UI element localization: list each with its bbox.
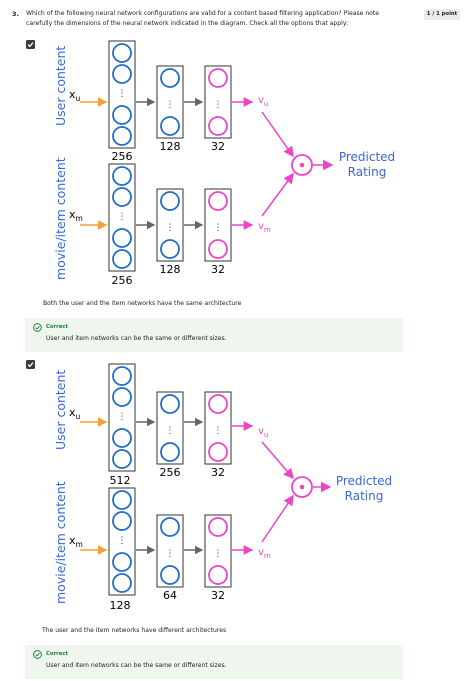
item-layer-1-box — [108, 163, 136, 272]
user-output-label: vu — [258, 95, 268, 108]
check-circle-icon — [33, 650, 42, 659]
svg-text:⋮: ⋮ — [214, 549, 223, 559]
checkbox-checked-icon — [27, 362, 34, 368]
item-output-label: vm — [258, 547, 271, 560]
question-text: Which of the following neural network co… — [26, 10, 380, 27]
user-layer-1-box — [108, 40, 136, 149]
svg-text:⋮: ⋮ — [166, 100, 175, 110]
item-layer-3-size: 32 — [211, 263, 225, 276]
option-1-feedback: Correct User and item networks can be th… — [25, 318, 403, 352]
user-layer-3-size: 32 — [211, 140, 225, 153]
checkbox-checked-icon — [27, 42, 34, 48]
item-input-label: xm — [69, 208, 83, 223]
svg-text:⋮: ⋮ — [166, 223, 175, 233]
user-layer-2-size: 256 — [160, 466, 181, 479]
option-1-diagram: User content movie/item content xu ⋮ 256… — [53, 40, 395, 287]
svg-text:⋮: ⋮ — [166, 426, 175, 436]
predicted-label: Predicted — [336, 474, 392, 488]
option-1-caption: Both the user and the item networks have… — [43, 300, 242, 307]
item-layer-2-size: 128 — [160, 263, 181, 276]
feedback-correct-label: Correct — [46, 651, 69, 657]
option-2-diagram: User content movie/item content xu ⋮ 512… — [53, 363, 392, 612]
item-layer-3-size: 32 — [211, 589, 225, 602]
user-input-label: xu — [69, 88, 81, 103]
item-layer-1-size: 256 — [112, 274, 133, 287]
movie-item-content-label: movie/item content — [53, 481, 68, 604]
svg-text:⋮: ⋮ — [118, 536, 127, 546]
user-layer-1-size: 512 — [110, 474, 131, 487]
user-layer-2-size: 128 — [160, 140, 181, 153]
svg-text:⋮: ⋮ — [214, 223, 223, 233]
rating-label: Rating — [345, 489, 384, 503]
user-input-label: xu — [69, 406, 81, 421]
option-2-caption: The user and the item networks have diff… — [42, 627, 227, 634]
rating-label: Rating — [348, 165, 387, 179]
item-input-label: xm — [69, 534, 83, 549]
check-circle-icon — [33, 323, 42, 332]
user-layer-3-size: 32 — [211, 466, 225, 479]
option-2-checkbox[interactable] — [26, 360, 35, 369]
points-badge: 1 / 1 point — [424, 9, 460, 20]
svg-text:⋮: ⋮ — [214, 426, 223, 436]
predicted-label: Predicted — [339, 150, 395, 164]
ellipsis-icon: ⋮ — [118, 89, 127, 99]
item-layer-1-size: 128 — [110, 599, 131, 612]
svg-text:⋮: ⋮ — [214, 100, 223, 110]
movie-item-content-label: movie/item content — [53, 157, 68, 280]
user-output-label: vu — [258, 426, 268, 439]
item-output-label: vm — [258, 221, 271, 234]
option-1-checkbox[interactable] — [26, 40, 35, 49]
user-layer-1-size: 256 — [112, 150, 133, 163]
user-content-label: User content — [53, 46, 68, 126]
user-layer-1-box — [108, 363, 136, 472]
ellipsis-icon: ⋮ — [118, 412, 127, 422]
svg-text:⋮: ⋮ — [166, 549, 175, 559]
user-content-label: User content — [53, 370, 68, 450]
option-2-feedback: Correct User and item networks can be th… — [25, 645, 403, 679]
item-layer-2-size: 64 — [163, 589, 177, 602]
feedback-correct-label: Correct — [46, 324, 69, 330]
feedback-explanation: User and item networks can be the same o… — [46, 335, 227, 342]
svg-text:⋮: ⋮ — [118, 212, 127, 222]
question-number: 3. — [12, 10, 19, 18]
feedback-explanation: User and item networks can be the same o… — [46, 662, 227, 669]
item-layer-1-box — [108, 487, 136, 596]
